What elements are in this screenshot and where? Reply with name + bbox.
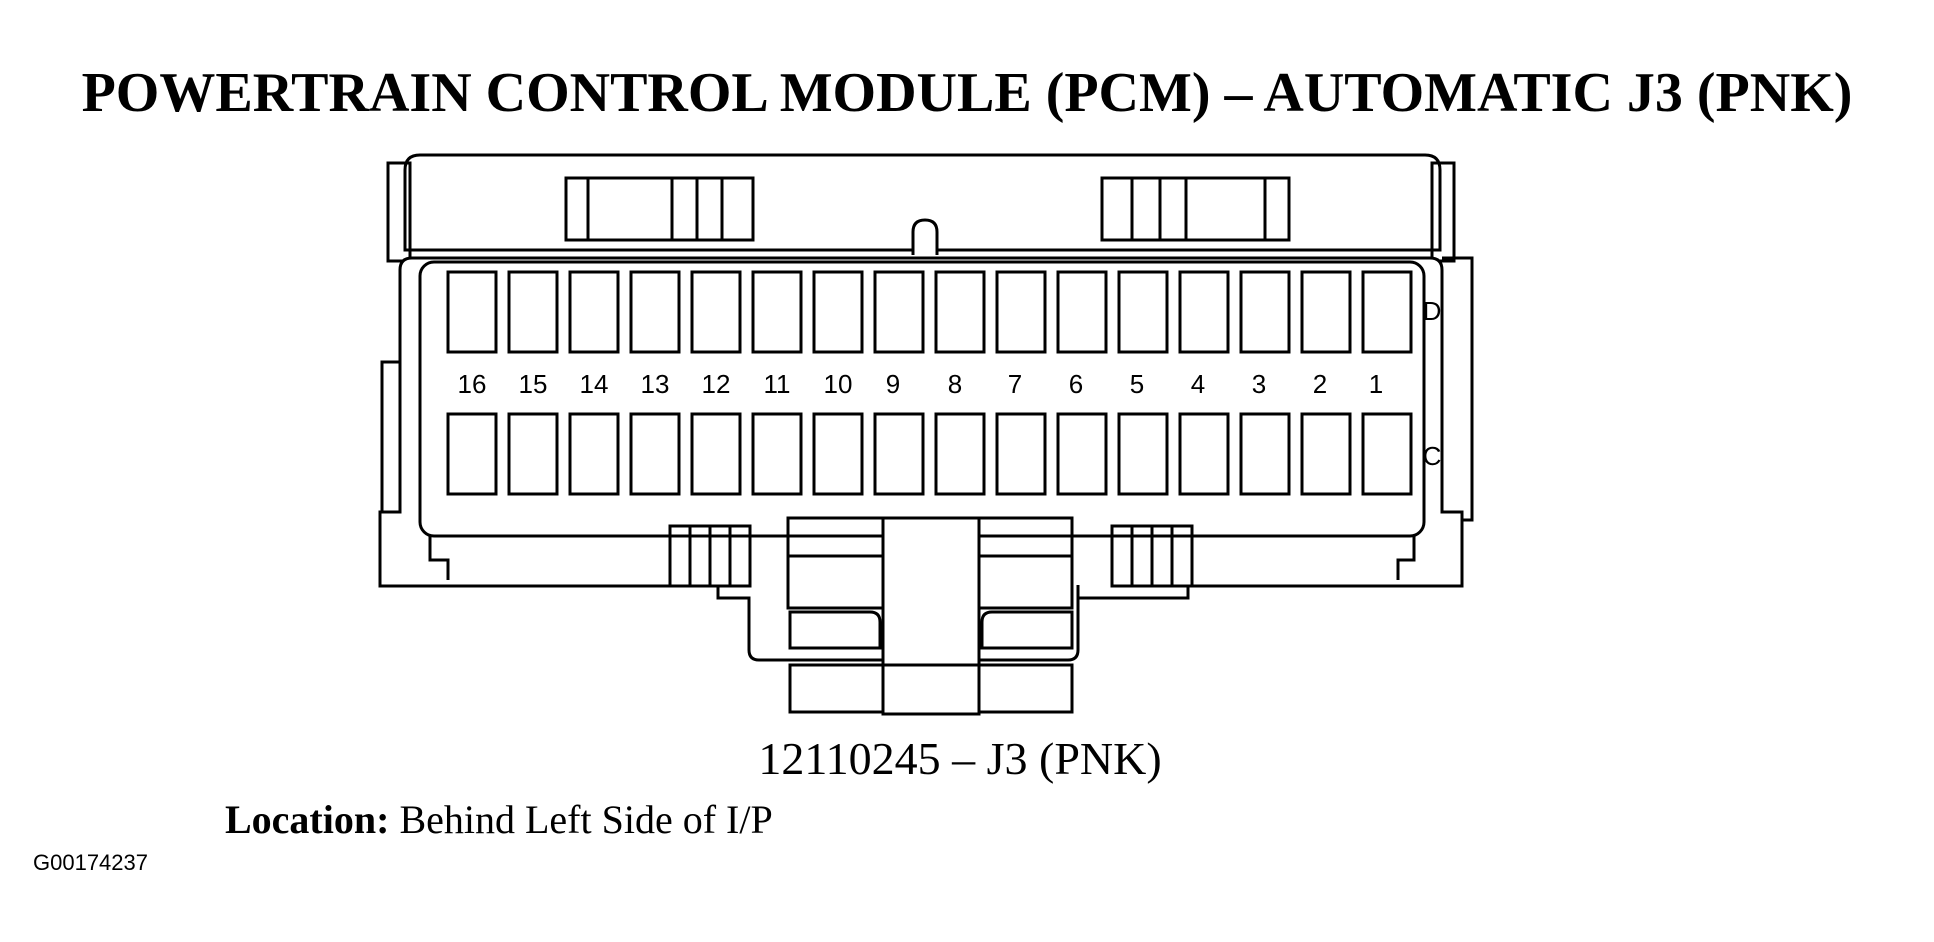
terminal-row-c — [446, 412, 1413, 496]
row-label-c: C — [1423, 441, 1442, 471]
pin-number: 11 — [764, 369, 791, 399]
connector-upper-housing — [386, 153, 1456, 263]
connector-part-number: 12110245 – J3 (PNK) — [758, 733, 1162, 784]
pin-number: 9 — [886, 369, 900, 399]
terminal-row-d — [446, 270, 1413, 354]
pin-number: 6 — [1069, 369, 1083, 399]
figure-id: G00174237 — [33, 850, 148, 875]
pin-number: 4 — [1191, 369, 1205, 399]
pin-number: 1 — [1369, 369, 1383, 399]
location-label: Location: — [225, 797, 390, 842]
pin-number: 2 — [1313, 369, 1327, 399]
page-title: POWERTRAIN CONTROL MODULE (PCM) – AUTOMA… — [81, 62, 1853, 124]
pin-number: 14 — [580, 369, 609, 399]
pin-number: 7 — [1008, 369, 1022, 399]
location-note: Location: Behind Left Side of I/P — [225, 796, 773, 844]
pin-number: 12 — [702, 369, 731, 399]
connector-lock-assembly — [668, 516, 1194, 716]
pin-number: 16 — [458, 369, 487, 399]
pin-number: 13 — [641, 369, 670, 399]
location-text: Behind Left Side of I/P — [389, 797, 773, 842]
row-label-d: D — [1423, 296, 1442, 326]
pin-number: 15 — [519, 369, 548, 399]
pin-number-labels: 16 15 14 13 12 11 10 9 8 7 6 5 4 3 2 1 D… — [458, 296, 1442, 471]
pin-number: 10 — [824, 369, 853, 399]
pin-number: 8 — [948, 369, 962, 399]
pin-number: 3 — [1252, 369, 1266, 399]
pin-number: 5 — [1130, 369, 1144, 399]
